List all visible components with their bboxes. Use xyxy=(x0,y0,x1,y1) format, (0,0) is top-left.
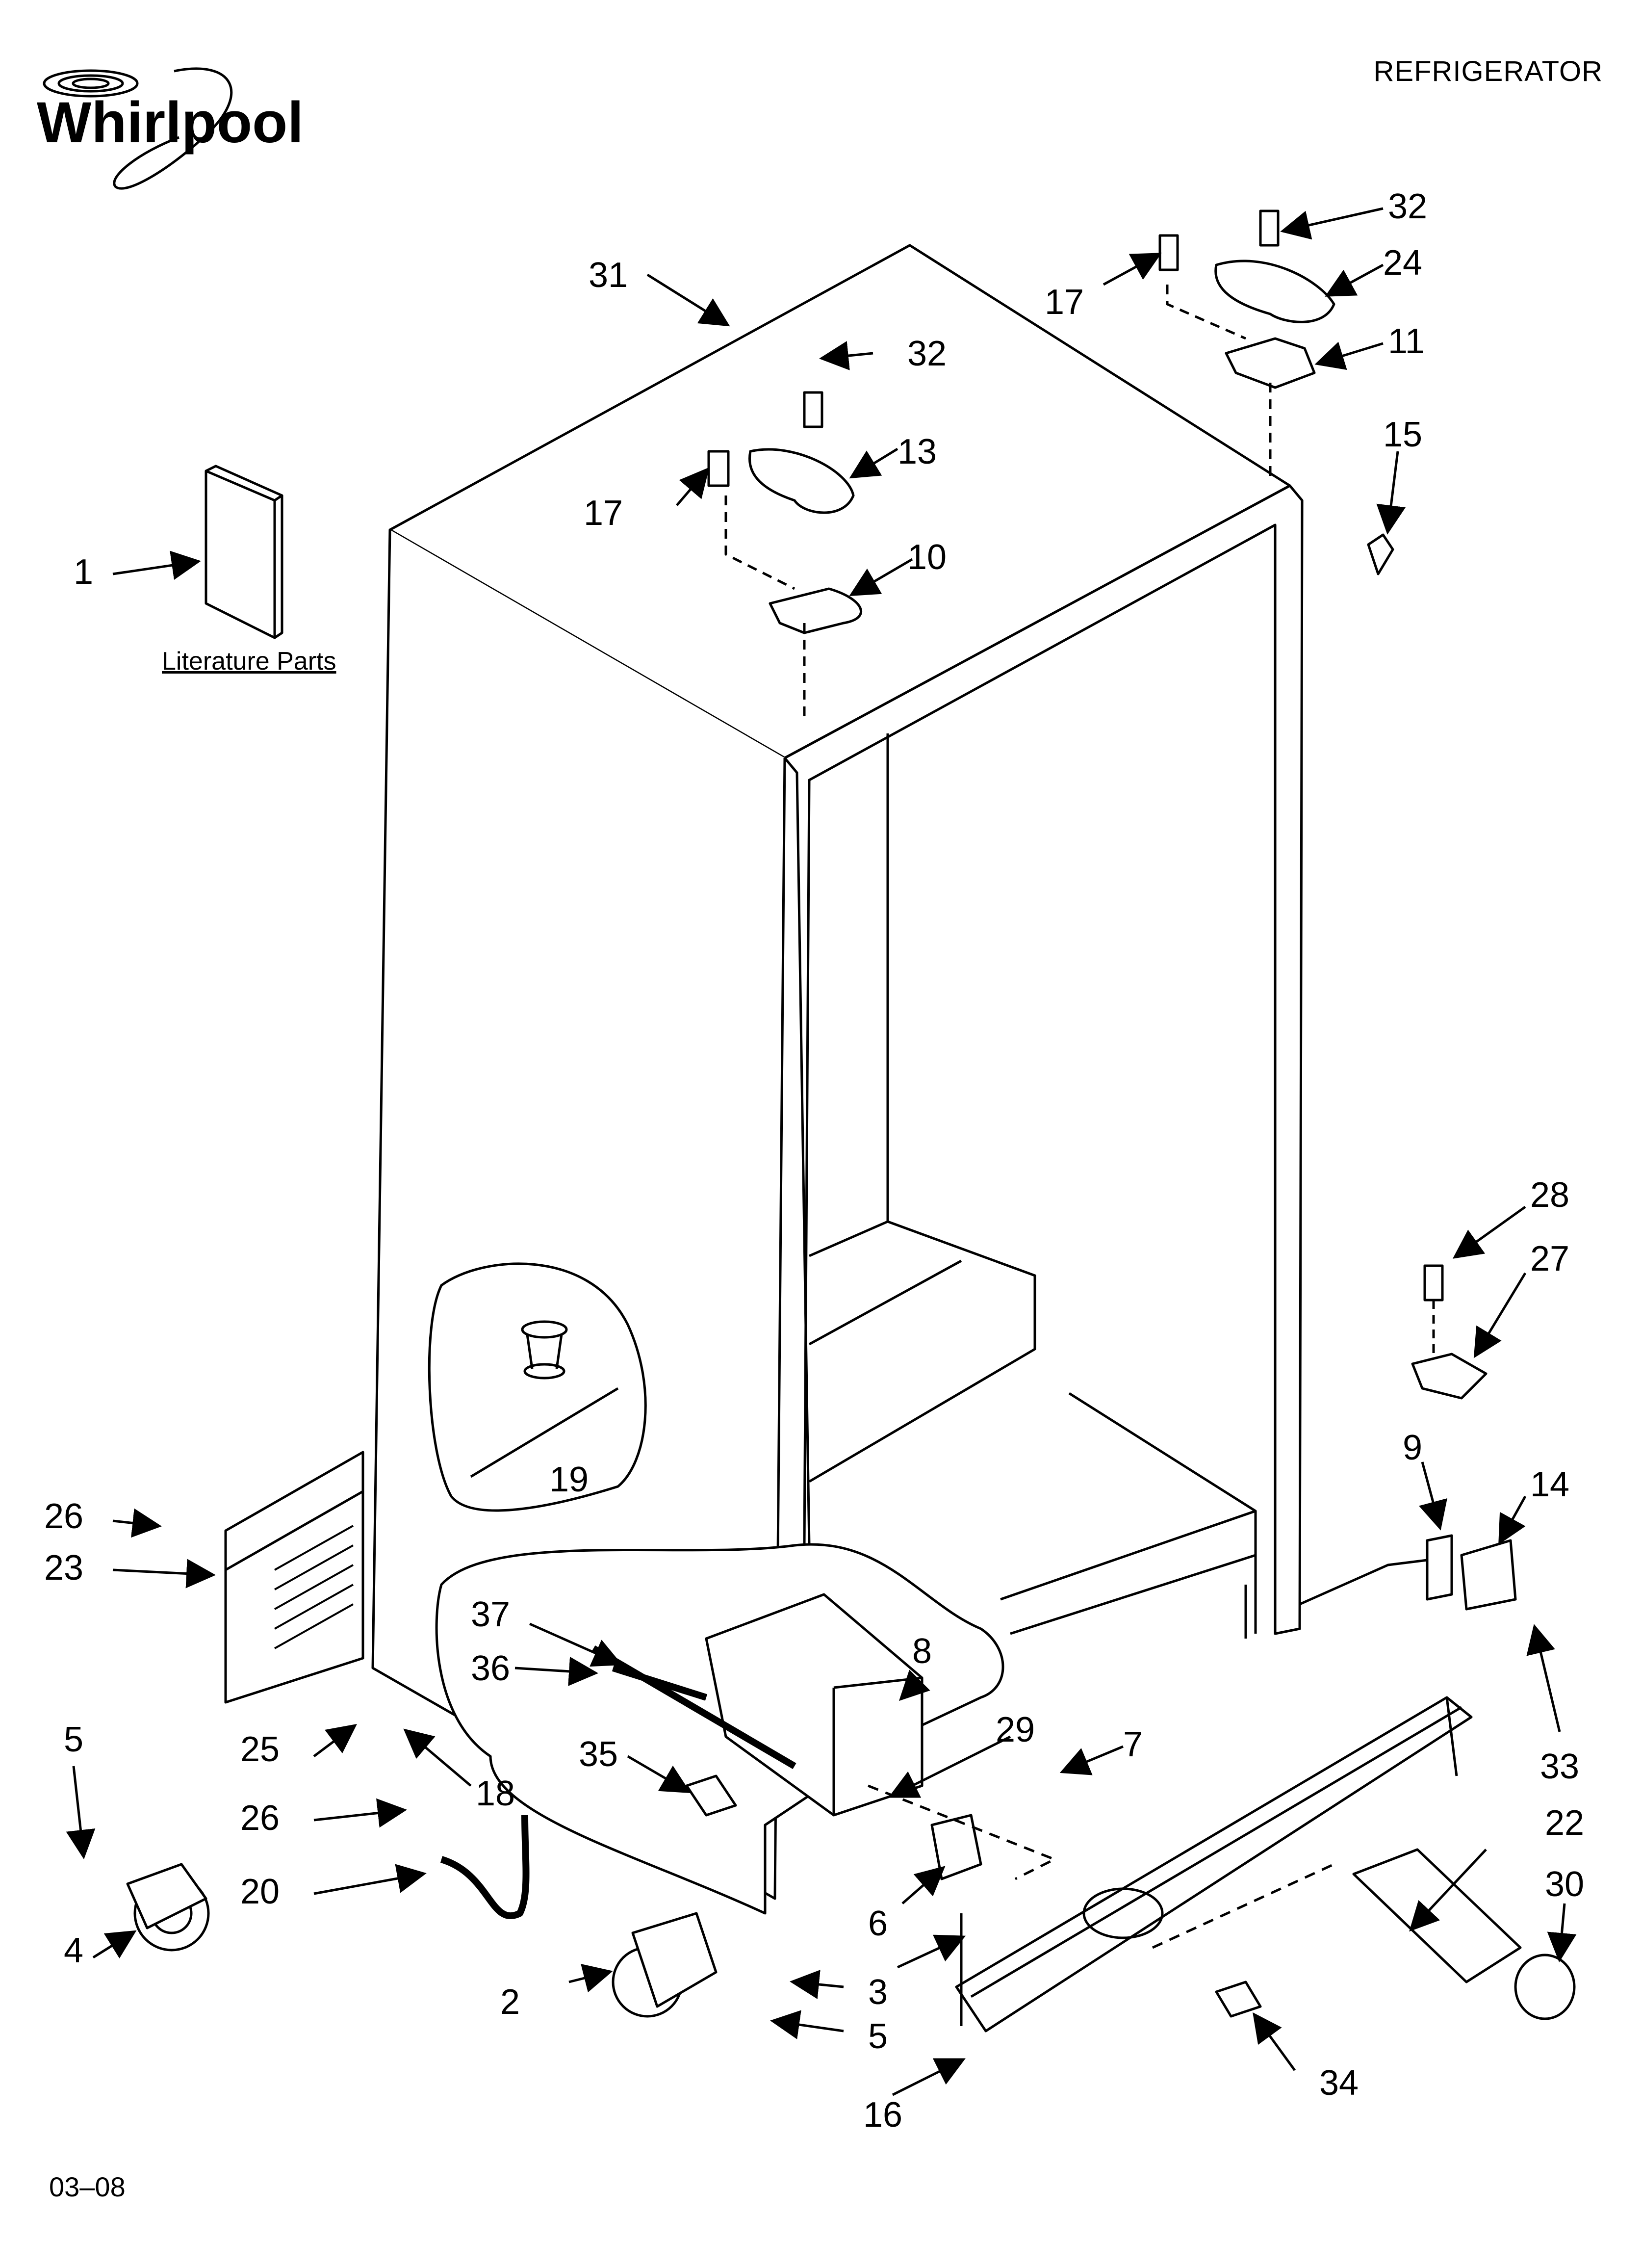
leader-lines xyxy=(66,207,1577,2096)
callout-9: 9 xyxy=(1403,1428,1422,1467)
callout-17a: 17 xyxy=(584,494,623,533)
callout-26a: 26 xyxy=(44,1497,83,1536)
callout-22: 22 xyxy=(1545,1803,1584,1843)
callout-4: 4 xyxy=(64,1931,83,1970)
callout-32a: 32 xyxy=(907,334,947,373)
callout-37: 37 xyxy=(471,1595,510,1634)
part-32-screw-left xyxy=(803,391,823,428)
part-2-roller xyxy=(612,1912,718,2018)
part-37-tube xyxy=(612,1665,708,1701)
callout-20: 20 xyxy=(240,1872,280,1911)
part-1-literature xyxy=(205,469,276,639)
part-19-grommet xyxy=(521,1320,568,1380)
callout-26b: 26 xyxy=(240,1799,280,1838)
part-8-filter-housing xyxy=(705,1593,924,1817)
callout-1: 1 xyxy=(74,552,93,592)
callout-17b: 17 xyxy=(1045,283,1084,322)
callout-31: 31 xyxy=(589,256,628,295)
water-cutaway xyxy=(428,1262,647,1512)
callout-6: 6 xyxy=(868,1904,888,1943)
callout-23: 23 xyxy=(44,1548,83,1588)
callout-27: 27 xyxy=(1530,1239,1569,1278)
callout-8: 8 xyxy=(912,1632,932,1671)
part-20-water-tube xyxy=(440,1815,530,1920)
callout-25: 25 xyxy=(240,1730,280,1769)
part-23-rear-panel xyxy=(224,1451,364,1571)
literature-parts-label: Literature Parts xyxy=(162,647,336,676)
callout-10: 10 xyxy=(907,538,947,577)
part-35-clip xyxy=(685,1774,737,1817)
callout-32b: 32 xyxy=(1388,187,1427,226)
part-9-hinge-plate xyxy=(1426,1534,1453,1601)
part-16-grille xyxy=(955,1696,1473,2033)
callout-28: 28 xyxy=(1530,1175,1569,1215)
part-30-filter-cap xyxy=(1514,1954,1576,2020)
whirlpool-logo: Whirlpool xyxy=(37,67,304,190)
callout-18: 18 xyxy=(476,1774,515,1813)
callout-2: 2 xyxy=(500,1982,520,2022)
part-14-hinge-pin xyxy=(1460,1539,1517,1611)
part-6-bracket xyxy=(930,1814,982,1880)
callout-13: 13 xyxy=(898,432,937,471)
part-4-roller xyxy=(126,1863,210,1952)
part-13-hinge-cover xyxy=(748,448,855,514)
part-11-hinge xyxy=(1225,337,1316,389)
callout-34: 34 xyxy=(1319,2063,1359,2103)
callout-7: 7 xyxy=(1123,1725,1143,1764)
callout-15: 15 xyxy=(1383,415,1422,454)
part-10-hinge xyxy=(769,587,862,634)
callout-5a: 5 xyxy=(64,1720,83,1759)
callout-19: 19 xyxy=(549,1460,589,1499)
callout-33: 33 xyxy=(1540,1747,1579,1786)
panel-vents xyxy=(274,1525,354,1649)
callout-3: 3 xyxy=(868,1973,888,2012)
callout-35: 35 xyxy=(579,1735,618,1774)
callout-24: 24 xyxy=(1383,243,1422,283)
document-title: REFRIGERATOR xyxy=(1373,55,1603,87)
callout-14: 14 xyxy=(1530,1465,1569,1504)
callout-11: 11 xyxy=(1388,322,1425,361)
callout-16: 16 xyxy=(863,2095,902,2135)
part-15-plug xyxy=(1367,533,1394,575)
part-27-stop xyxy=(1411,1353,1488,1400)
part-22-water-filter xyxy=(1352,1848,1522,1983)
brand-wordmark: Whirlpool xyxy=(37,90,304,155)
part-24-hinge-cover xyxy=(1214,260,1335,323)
part-34-clip xyxy=(1215,1981,1262,2018)
callout-5b: 5 xyxy=(868,2017,888,2056)
part-32-screw-right xyxy=(1259,209,1280,247)
callout-30: 30 xyxy=(1545,1865,1584,1904)
callout-36: 36 xyxy=(471,1649,510,1688)
date-code: 03–08 xyxy=(49,2171,126,2202)
callout-labels: 1 2 3 4 5 5 6 7 8 9 10 11 13 14 15 16 17… xyxy=(44,187,1584,2135)
part-36-tube xyxy=(591,1645,796,1770)
part-28-screw xyxy=(1423,1264,1444,1302)
callout-29: 29 xyxy=(996,1710,1035,1749)
part-17-screw-right xyxy=(1158,234,1179,271)
